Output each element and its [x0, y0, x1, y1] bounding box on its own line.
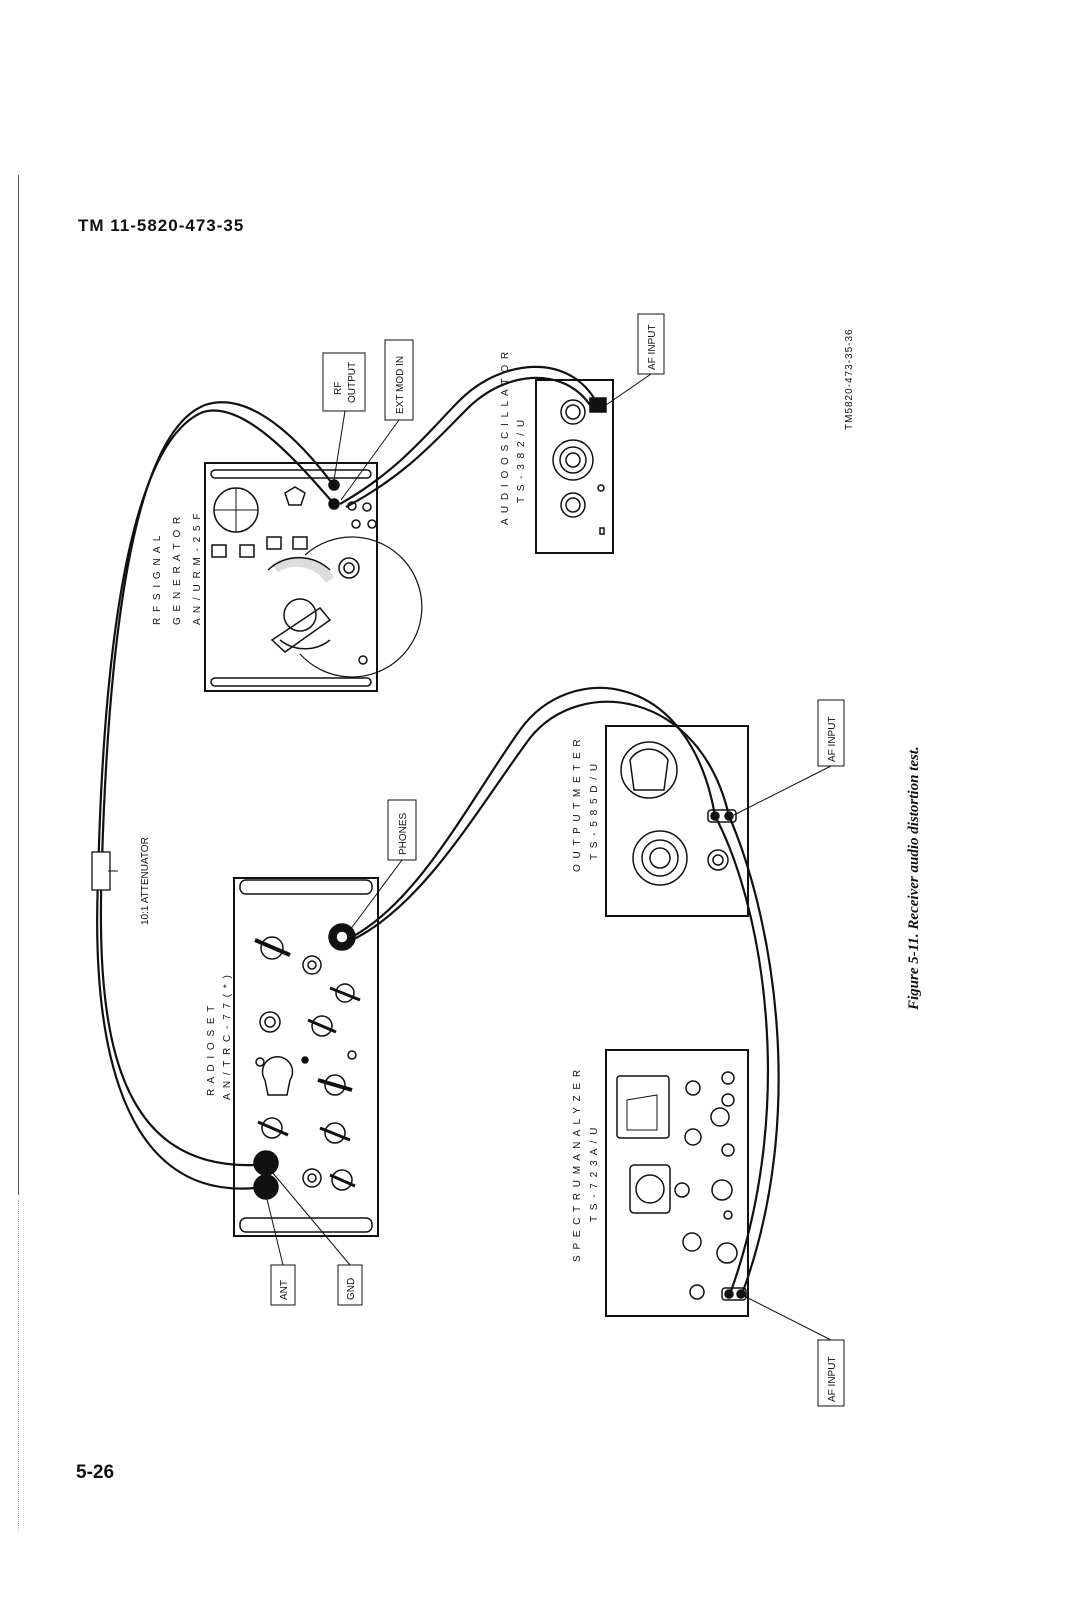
audio-oscillator — [535, 379, 614, 554]
callouts — [270, 313, 845, 1407]
af-input-oscillator-callout-box — [637, 313, 665, 375]
cables — [96, 365, 780, 1295]
ext-mod-in-callout-box — [384, 339, 414, 421]
output-meter — [605, 725, 749, 917]
rf-signal-generator — [204, 462, 423, 692]
page-margin-line — [18, 175, 19, 1195]
radio-set-label-1: R A D I O S E T — [206, 1004, 217, 1096]
rf-generator-label-3: A N / U R M - 2 5 F — [192, 512, 203, 625]
ant-callout-box — [270, 1264, 296, 1306]
attenuator-label: 10:1 ATTENUATOR — [140, 837, 151, 925]
spectrum-analyzer-label-2: T S - 7 2 3 A / U — [589, 1126, 600, 1222]
manual-header: TM 11-5820-473-35 — [78, 216, 245, 235]
gnd-label: GND — [346, 1278, 357, 1300]
ant-label: ANT — [279, 1280, 290, 1300]
af-input-analyzer-label: AF INPUT — [827, 1356, 838, 1402]
figure-caption: Figure 5-11. Receiver audio distortion t… — [906, 746, 922, 1011]
af-input-oscillator-label: AF INPUT — [647, 324, 658, 370]
rf-generator-label-1: R F S I G N A L — [152, 534, 163, 625]
af-input-meter-callout-box — [817, 699, 845, 767]
gnd-callout-box — [337, 1264, 363, 1306]
radio-set — [233, 877, 379, 1237]
audio-oscillator-label-2: T S - 3 8 2 / U — [516, 418, 527, 503]
af-input-analyzer-callout-box — [817, 1339, 845, 1407]
rf-output-label-1: RF — [333, 382, 344, 395]
output-meter-label-1: O U T P U T M E T E R — [572, 738, 583, 872]
rf-generator-label-2: G E N E R A T O R — [172, 515, 183, 625]
output-meter-label-2: T S - 5 8 5 D / U — [589, 762, 600, 860]
spectrum-analyzer — [605, 1049, 749, 1317]
rf-output-label-2: OUTPUT — [347, 362, 358, 403]
ext-mod-in-label: EXT MOD IN — [395, 356, 406, 414]
attenuator-body — [91, 851, 111, 891]
page-number: 5-26 — [76, 1462, 115, 1483]
phones-label: PHONES — [398, 812, 409, 855]
af-input-meter-label: AF INPUT — [827, 716, 838, 762]
radio-set-label-2: A N / T R C - 7 7 ( * ) — [222, 974, 233, 1100]
rf-output-callout-box — [322, 352, 366, 412]
figure-id: TM5820-473-35-36 — [844, 328, 855, 430]
phones-callout-box — [387, 799, 417, 861]
spectrum-analyzer-label-1: S P E C T R U M A N A L Y Z E R — [572, 1068, 583, 1262]
leader-lines — [108, 373, 832, 1341]
audio-oscillator-label-1: A U D I O O S C I L L A T O R — [500, 350, 511, 525]
page-margin-dotted-line — [18, 1200, 20, 1530]
